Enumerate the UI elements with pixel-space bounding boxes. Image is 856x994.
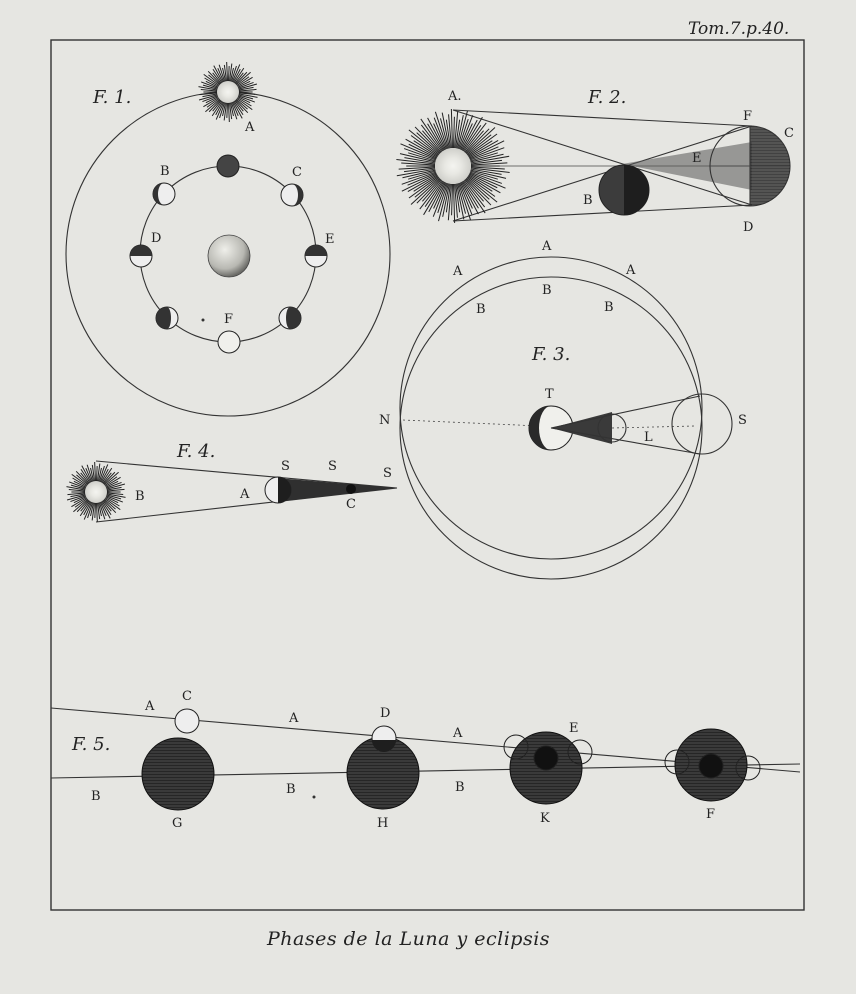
figure-3: F. 3. A A A B B B T N L S — [379, 239, 747, 580]
fig4-label-s1: S — [281, 459, 290, 474]
fig2-label-a: A. — [447, 89, 462, 104]
fig4-label-s3: S — [383, 466, 392, 481]
fig5-moon-k-left — [503, 734, 529, 760]
fig5-label-k: K — [540, 811, 550, 826]
fig2-label-b: B — [583, 193, 593, 208]
fig1-label-f: F — [224, 312, 233, 327]
fig3-label-s: S — [738, 413, 747, 428]
fig1-title: F. 1. — [92, 87, 131, 108]
fig5-label-b1: B — [91, 789, 101, 804]
fig3-title: F. 3. — [531, 344, 570, 365]
fig1-label-e: E — [325, 232, 335, 247]
fig1-moon-e — [304, 244, 328, 268]
fig1-moon-d — [129, 244, 153, 268]
fig5-label-a2: A — [288, 711, 299, 726]
plate-caption: Phases de la Luna y eclipsis — [266, 928, 550, 950]
fig2-sun-icon — [396, 109, 510, 223]
fig3-label-l: L — [644, 430, 653, 445]
plate-border — [50, 39, 805, 911]
fig3-label-a-left: A — [452, 264, 463, 279]
fig5-label-h: H — [377, 816, 388, 831]
fig3-label-b-right: B — [604, 300, 614, 315]
fig5-label-b2: B — [286, 782, 296, 797]
fig4-label-a: A — [239, 487, 250, 502]
fig1-label-d: D — [151, 231, 161, 246]
fig1-sun-icon — [198, 62, 258, 122]
fig5-shadow-g — [141, 737, 215, 811]
fig1-moon-top — [216, 154, 240, 178]
fig2-label-e: E — [692, 151, 702, 166]
fig5-label-c: C — [182, 689, 192, 704]
fig3-label-b-left: B — [476, 302, 486, 317]
fig3-moon-l — [597, 413, 627, 443]
fig3-sun-s — [671, 393, 733, 455]
fig1-moon-lower-right — [278, 306, 302, 330]
fig1-moon-lower-left — [155, 306, 179, 330]
fig5-moon-d — [371, 725, 397, 752]
figure-2: F. 2. A. B C D E F — [396, 87, 794, 235]
fig3-orbit-b — [399, 276, 703, 580]
fig1-label-b: B — [160, 164, 170, 179]
fig5-title: F. 5. — [71, 734, 110, 755]
fig1-moon-c — [280, 183, 304, 207]
figure-1: F. 1. — [65, 62, 391, 417]
fig3-label-a-right: A — [625, 263, 636, 278]
fig3-label-a-top: A — [541, 239, 552, 254]
fig5-label-a3: A — [452, 726, 463, 741]
fig3-orbit-a — [399, 256, 703, 560]
fig5-moon-f-right — [735, 755, 761, 781]
fig4-sun-icon — [66, 462, 126, 522]
fig5-label-b3: B — [455, 780, 465, 795]
fig5-label-d: D — [380, 706, 390, 721]
fig2-label-f: F — [743, 109, 752, 124]
fig1-earth-icon — [207, 234, 251, 278]
fig4-title: F. 4. — [176, 441, 215, 462]
fig1-moon-b — [152, 182, 176, 206]
fig2-label-d: D — [743, 220, 753, 235]
fig4-label-c: C — [346, 497, 356, 512]
fig2-moon-b — [598, 164, 650, 216]
fig3-label-b-top: B — [542, 283, 552, 298]
fig4-moon — [264, 476, 292, 504]
figure-5: F. 5. A A A B B B C D E G H K F — [50, 689, 801, 831]
plate-reference: Tom.7.p.40. — [688, 19, 789, 39]
fig5-label-g: G — [172, 816, 182, 831]
fig5-label-e: E — [569, 721, 579, 736]
figure-4: F. 4. A B C S S S — [66, 441, 398, 523]
fig2-label-c: C — [784, 126, 794, 141]
fig5-moon-f-center — [698, 753, 724, 779]
fig5-moon-c — [174, 708, 200, 734]
fig4-label-s2: S — [328, 459, 337, 474]
fig4-moon-c — [346, 484, 356, 494]
fig2-title: F. 2. — [587, 87, 626, 108]
fig1-label-a: A — [244, 120, 255, 135]
fig3-label-t: T — [545, 387, 554, 402]
fig1-moon-f — [217, 330, 241, 354]
fig5-moon-k-center — [533, 745, 559, 771]
fig1-label-c: C — [292, 165, 302, 180]
fig5-moon-f-left — [664, 749, 690, 775]
fig5-moon-e — [567, 739, 593, 765]
fig5-label-a1: A — [144, 699, 155, 714]
fig5-label-f: F — [706, 807, 715, 822]
fig4-label-b: B — [135, 489, 145, 504]
fig3-label-n: N — [379, 413, 390, 428]
